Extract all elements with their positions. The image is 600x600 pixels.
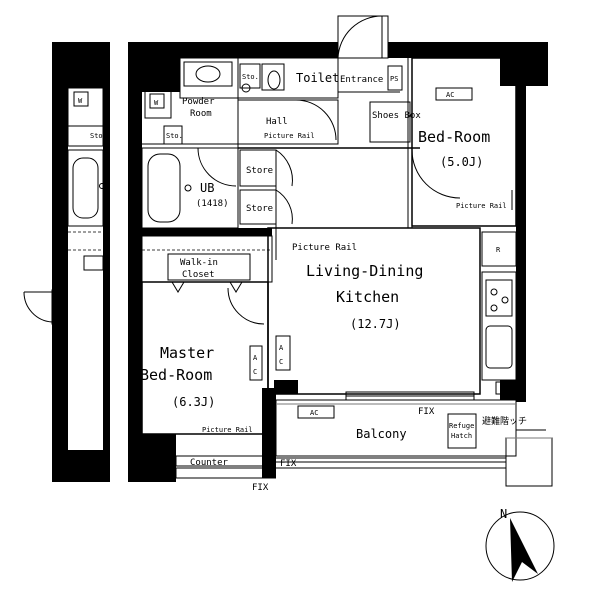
storage-top-label: Sto. [242,73,259,81]
fridge-space [481,231,517,267]
compass-north-label: N [500,507,507,521]
hall-area: Hall Picture Rail [237,99,420,149]
ldk-ac-a: A [279,344,284,352]
ldk-size: (12.7J) [350,317,401,331]
entrance-door-swing [337,15,383,59]
master-name-1: Master [160,344,214,362]
refuge-hatch [447,413,477,449]
sink-icon [195,65,221,83]
kitchen-sink [485,325,513,369]
wet-area: Sto. Toilet Powder Room W Sto. UB (1418) [141,57,339,229]
bedroom-picture-rail-label: Picture Rail [456,202,507,210]
ps-label: PS [390,75,398,83]
powder-room-label-2: Room [190,109,212,119]
master-ac-c: C [253,368,257,376]
fix-bottom-label: FIX [252,483,269,493]
ldk: Picture Rail Living-Dining Kitchen (12.7… [267,227,517,417]
cooktop [485,279,513,317]
walkin-label-1: Walk-in [180,258,218,268]
hall-label: Hall [266,117,288,127]
storage-mid-label: Sto. [166,132,183,140]
ldk-picture-rail-label: Picture Rail [292,243,357,253]
shoes-box-label: Shoes Box [372,111,421,121]
walkin-label-2: Closet [182,270,215,280]
fix-counter-label: FIX [280,459,297,469]
washer-mark-main: W [154,99,159,107]
exterior-walls [128,42,548,482]
ldk-name-2: Kitchen [336,288,399,306]
compass: N [485,507,555,582]
compass-needle-icon [510,518,538,582]
kitchen-counter [481,271,517,381]
master-picture-rail-label: Picture Rail [202,426,253,434]
neighbor-unit: W Sto. [23,42,110,482]
balcony-label: Balcony [356,427,407,441]
neighbor-storage-label: Sto. [90,132,107,140]
washer-icon [73,91,89,107]
compass-circle [485,511,555,581]
bedroom-size: (5.0J) [440,155,483,169]
fix-window-label: FIX [418,407,435,417]
bedroom: AC Bed-Room (5.0J) Picture Rail [407,57,517,228]
balcony: AC Balcony Refuge Hatch 避難階ッチ Counter FI… [175,399,553,493]
ldk-ac-c: C [279,358,283,366]
walk-in-closet: Walk-in Closet [141,235,273,293]
bedroom-door-swing [411,149,461,199]
powder-room-label-1: Powder [182,97,215,107]
bathtub-icon [72,157,99,219]
refuge-hatch-label-1: Refuge [449,422,474,430]
balcony-ac-label: AC [310,409,318,417]
refuge-hatch-label-2: Hatch [451,432,472,440]
entrance-area: Entrance PS Shoes Box [337,15,421,143]
counter-label: Counter [190,458,229,468]
toilet-label: Toilet [296,71,339,85]
washer-icon-main [149,93,165,109]
fridge-mark: R [496,246,501,254]
master-bedroom: Master Bed-Room (6.3J) Picture Rail A C [140,281,269,435]
ldk-name-1: Living-Dining [306,262,423,280]
store-lower-label: Store [246,204,273,214]
master-door-swing [227,287,265,325]
neighbor-door-swing [23,291,53,323]
washer-mark: W [78,97,83,105]
store-upper-label: Store [246,166,273,176]
entrance-label: Entrance [340,75,383,85]
toilet-icon [267,70,281,90]
escape-ladder-label: 避難階ッチ [482,415,527,427]
stores: Store Store [239,149,293,228]
ub-label: UB [200,181,214,195]
bedroom-ac-label: AC [446,91,454,99]
ub-size-label: (1418) [196,199,229,209]
hall-picture-rail-label: Picture Rail [264,132,315,140]
bedroom-name: Bed-Room [418,128,490,146]
bathtub-icon-main [147,153,181,223]
master-name-2: Bed-Room [140,366,212,384]
master-ac-a: A [253,354,258,362]
master-size: (6.3J) [172,395,215,409]
